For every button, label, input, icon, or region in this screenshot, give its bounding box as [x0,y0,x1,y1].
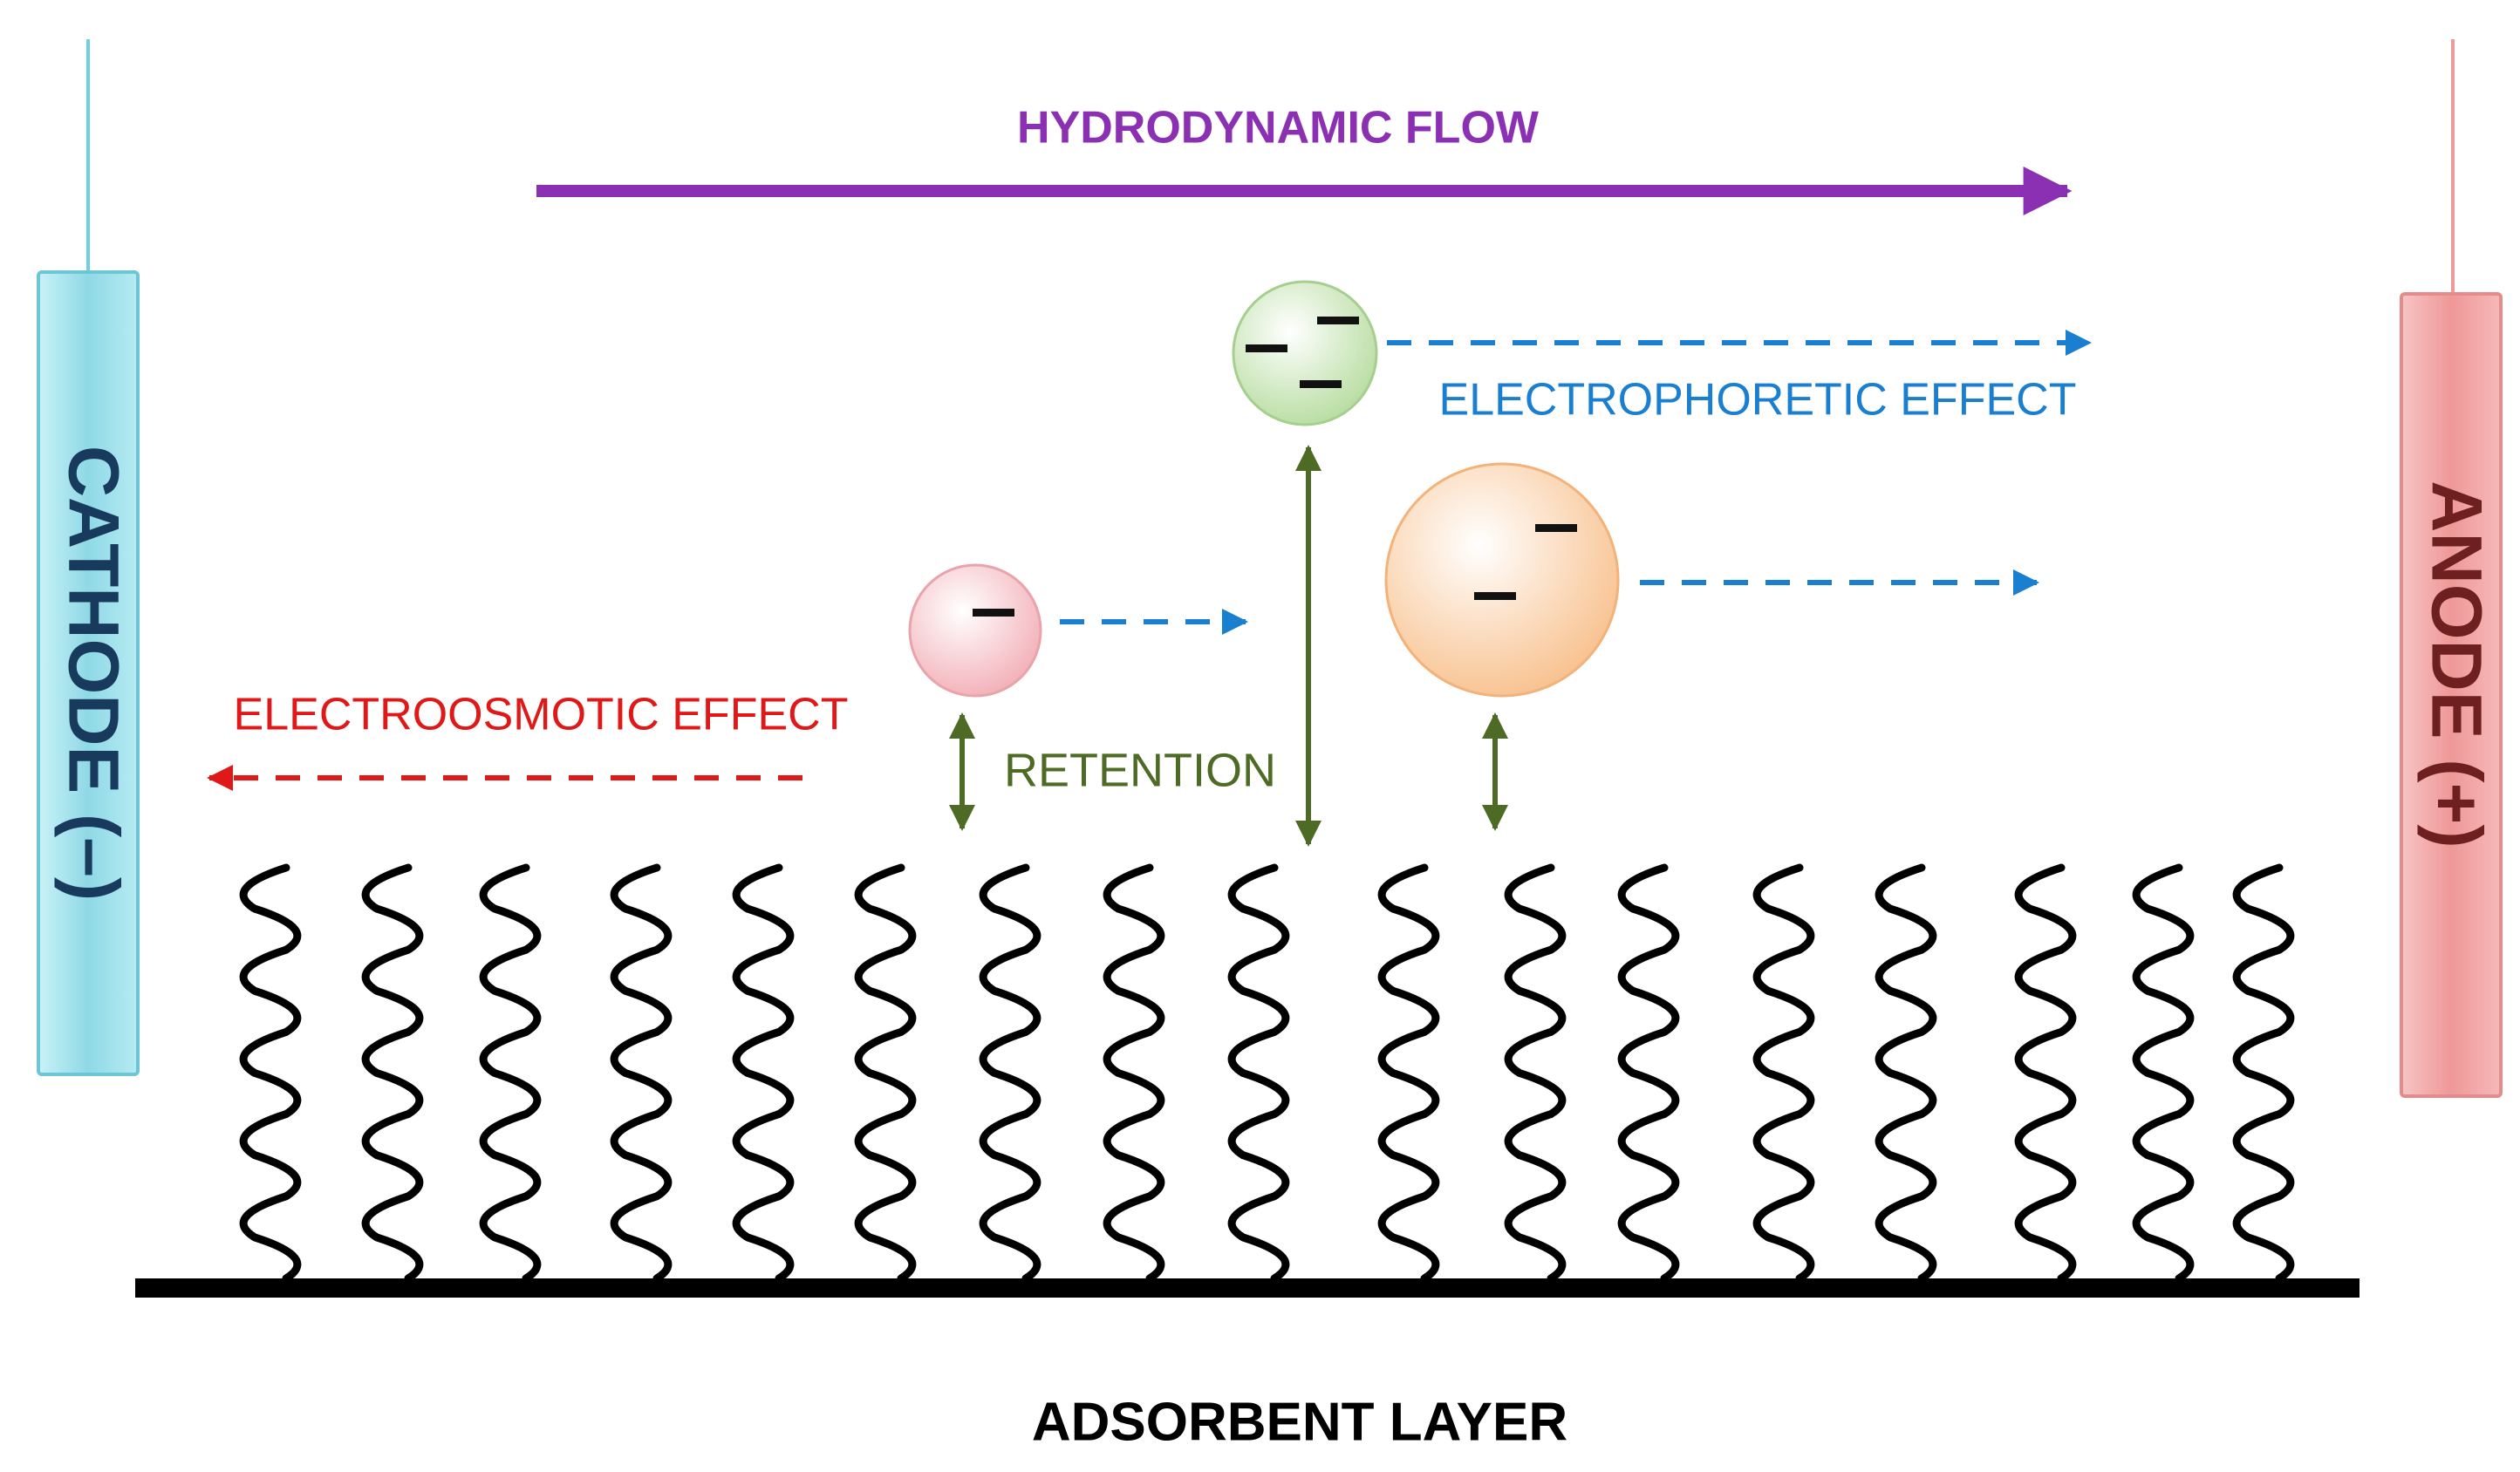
anode-label: ANODE (+) [2416,480,2496,848]
particle-small-sphere [908,563,1042,698]
negative-charge [1535,524,1577,532]
adsorbent-chain [732,863,795,1283]
electrophoretic-effect-label: ELECTROPHORETIC EFFECT [1439,375,2077,426]
anode-electrode: ANODE (+) [2400,39,2503,1098]
adsorbent-chain [979,863,1041,1283]
adsorbent-chain [854,863,917,1283]
adsorbent-chain [1103,863,1165,1283]
cathode-plate [37,270,140,1076]
cathode-label: CATHODE (–) [53,446,133,901]
hydrodynamic-flow-label: HYDRODYNAMIC FLOW [1017,103,1540,153]
negative-charge [1300,380,1342,388]
adsorbent-chain [239,863,302,1283]
negative-charge [973,609,1014,617]
anode-plate [2400,292,2503,1098]
adsorbent-chain [610,863,673,1283]
negative-charge [1246,344,1287,352]
electroosmotic-effect-label: ELECTROOSMOTIC EFFECT [234,690,849,740]
adsorbent-base-line [135,1278,2360,1298]
particle-small [908,563,1042,698]
adsorbent-chains [239,863,2295,1283]
particle-top-sphere [1232,280,1378,426]
adsorbent-chain [1227,863,1290,1283]
particle-top [1232,280,1378,426]
adsorbent-chain [1875,863,1937,1283]
adsorbent-chain [479,863,542,1283]
particle-large-sphere [1384,462,1620,698]
cathode-electrode: CATHODE (–) [37,39,140,1076]
negative-charge [1317,317,1359,324]
negative-charge [1474,592,1516,600]
retention-label: RETENTION [1004,744,1276,796]
adsorbent-chain [1377,863,1440,1283]
adsorbent-chain [2132,863,2195,1283]
adsorbent-chain [1504,863,1567,1283]
adsorbent-chain [1617,863,1680,1283]
adsorbent-chain [361,863,424,1283]
adsorbent-layer-label: ADSORBENT LAYER [1032,1392,1567,1452]
adsorbent-chain [2232,863,2295,1283]
adsorbent-chain [2014,863,2077,1283]
particle-large [1384,462,1620,698]
adsorbent-chain [1752,863,1815,1283]
